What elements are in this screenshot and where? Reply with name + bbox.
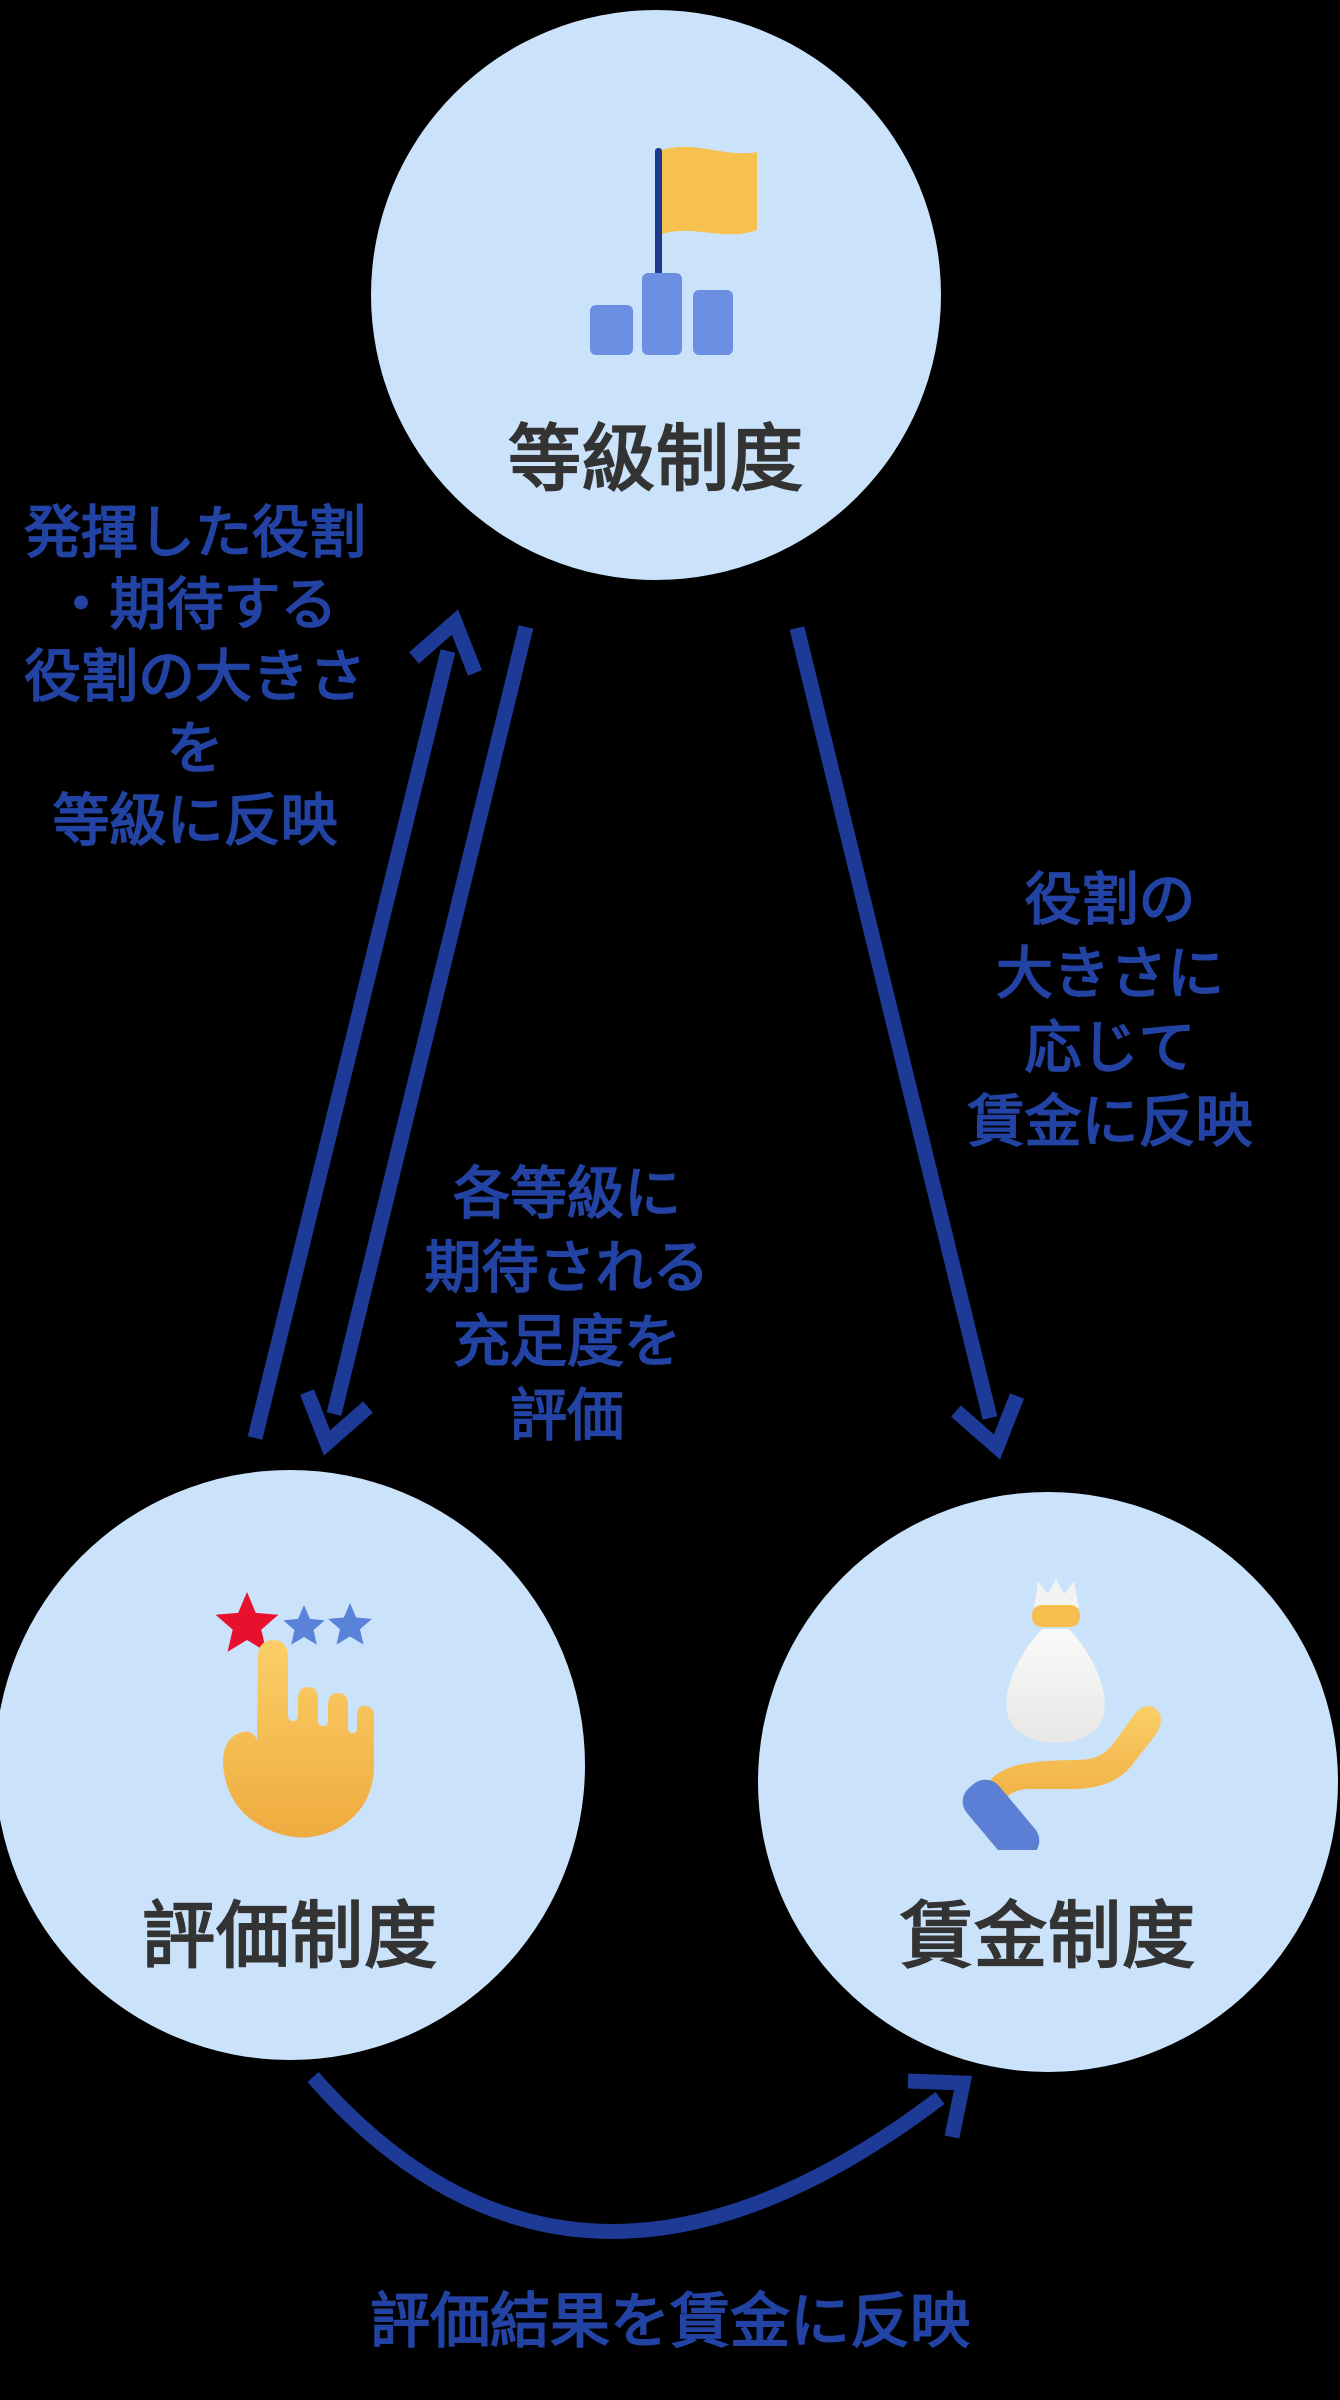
edge-label-grade-to-wage: 役割の 大きさに 応じて 賃金に反映: [890, 863, 1330, 1159]
red-star-icon: [215, 1592, 279, 1652]
edge-label-line: 評価: [510, 1384, 624, 1448]
node-label-wage: 賃金制度: [900, 1896, 1196, 1977]
edge-label-line: 発揮した役割: [24, 501, 366, 565]
sleeve-cuff: [962, 1779, 1040, 1850]
bag-knot: [1034, 1579, 1079, 1608]
blue-star-icon: [328, 1603, 372, 1645]
money-bag-in-hand-icon: [962, 1579, 1161, 1850]
node-label-evaluation: 評価制度: [142, 1896, 438, 1977]
edge-label-line: 期待される: [424, 1236, 710, 1300]
bar-right: [693, 290, 733, 355]
bar-middle: [642, 273, 682, 355]
tap-rating-stars-icon: [215, 1592, 374, 1838]
flag-on-bar-chart-icon: [590, 146, 757, 355]
edge-label-eval-to-grade: 発揮した役割 ・期待する 役割の大きさを 等級に反映: [0, 497, 390, 857]
open-hand: [981, 1706, 1161, 1818]
edge-label-line: 充足度を: [453, 1310, 681, 1374]
edge-label-line: 各等級に: [453, 1162, 681, 1226]
arrow-eval-to-wage: [307, 2072, 973, 2239]
money-bag-icon: [1006, 1629, 1105, 1743]
edge-label-line: 評価結果を賃金に反映: [370, 2288, 970, 2355]
flag-pole: [655, 148, 662, 280]
edge-label-line: ・期待する: [52, 573, 338, 637]
edge-label-line: 役割の: [1024, 868, 1196, 932]
bar-left: [590, 305, 633, 355]
arrow-eval-to-grade: [247, 609, 482, 1440]
edge-label-line: 賃金に反映: [967, 1090, 1253, 1154]
arrow-grade-to-eval: [300, 625, 534, 1456]
blue-star-icon: [283, 1605, 325, 1645]
arrow-grade-to-wage: [789, 626, 1024, 1460]
bag-band: [1032, 1605, 1080, 1627]
edge-label-line: 大きさに: [996, 942, 1224, 1006]
edge-label-line: 役割の大きさを: [24, 645, 366, 781]
node-label-grade: 等級制度: [508, 419, 804, 500]
edge-label-line: 応じて: [1024, 1016, 1196, 1080]
edge-label-eval-to-wage: 評価結果を賃金に反映: [0, 2285, 1340, 2359]
tapping-hand: [223, 1640, 374, 1838]
edge-label-grade-to-eval: 各等級に 期待される 充足度を 評価: [347, 1157, 787, 1453]
flag-icon: [662, 146, 757, 235]
edge-label-line: 等級に反映: [52, 789, 338, 853]
